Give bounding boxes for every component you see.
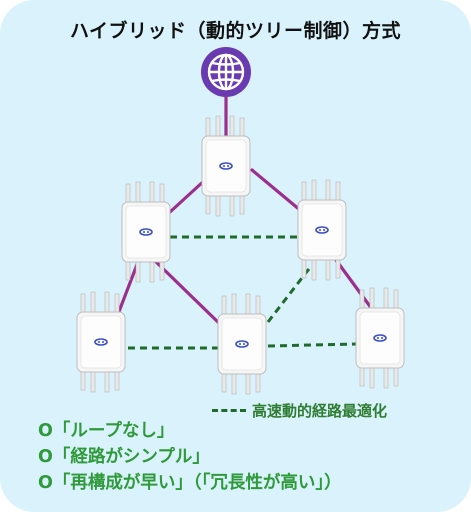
legend-dash-line: [212, 409, 246, 412]
access-point-icon: [121, 181, 171, 283]
access-point-icon: [297, 179, 347, 281]
legend-label: 高速動的経路最適化: [252, 402, 388, 420]
feature-list: O「ループなし」 O「経路がシンプル」 O「再構成が早い」（「冗長性が高い」）: [38, 418, 342, 496]
diagram-title: ハイブリッド（動的ツリー制御）方式: [69, 20, 402, 42]
feature-item: O「経路がシンプル」: [38, 447, 210, 467]
access-point-icon: [355, 287, 405, 389]
legend: 高速動的経路最適化: [212, 400, 387, 421]
access-point-icon: [76, 291, 126, 393]
globe-icon: [201, 47, 251, 97]
feature-item: O「再構成が早い」（「冗長性が高い」）: [38, 473, 342, 493]
tree-link: [168, 178, 207, 214]
tree-link: [250, 168, 302, 212]
feature-item: O「ループなし」: [38, 421, 175, 441]
dynamic-link: [267, 342, 357, 348]
access-point-icon: [217, 293, 267, 395]
